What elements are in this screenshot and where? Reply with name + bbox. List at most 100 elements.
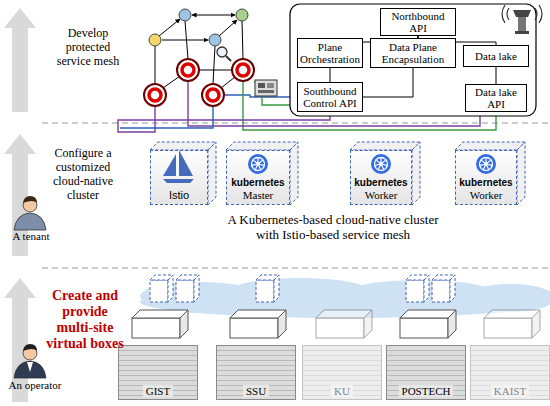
virtual-box <box>274 275 279 302</box>
istio-logo <box>163 150 194 183</box>
istio-logo <box>179 150 193 176</box>
operator-icon <box>14 361 46 378</box>
node-text: Data Plane Encapsulation <box>373 41 453 65</box>
cloud <box>140 278 550 318</box>
mesh-link <box>221 77 235 88</box>
node-text: Northbound API <box>383 10 453 34</box>
kubernetes-logo <box>371 154 391 174</box>
kubernetes-logo <box>476 154 496 174</box>
server-box <box>316 318 364 338</box>
mesh-link <box>242 21 243 59</box>
kubernetes-logo <box>248 154 268 174</box>
cluster-caption: A Kubernetes-based cloud-native cluster … <box>215 212 451 242</box>
api-box: Southbound Control API <box>297 82 363 112</box>
node-text: Southbound Control API <box>300 85 360 109</box>
box-face <box>150 142 525 205</box>
tenant-icon <box>14 213 46 230</box>
node-text: Data lake API <box>468 86 524 110</box>
mesh-link <box>159 19 180 36</box>
box-face <box>208 142 216 205</box>
server-box <box>230 310 286 318</box>
connector <box>330 68 331 82</box>
node-text: KU <box>331 385 353 397</box>
server-box <box>484 310 540 318</box>
tower-icon <box>515 31 529 34</box>
sidecar-proxy <box>144 84 166 106</box>
sidecar-proxy <box>182 64 194 76</box>
sidecar-proxy <box>202 84 224 106</box>
server-box <box>400 318 448 338</box>
server-box <box>132 310 540 338</box>
monitor-icon <box>258 90 274 93</box>
mesh-link <box>219 20 237 36</box>
service-circle <box>209 34 221 46</box>
mesh-link <box>163 76 180 88</box>
sidecar-proxy <box>207 89 219 101</box>
node-text: Worker <box>365 189 398 201</box>
virtual-box <box>150 275 455 302</box>
server-box <box>484 310 540 338</box>
operator-icon <box>14 344 46 378</box>
virtual-box <box>432 280 450 302</box>
server-box <box>316 310 372 318</box>
api-box: Northbound API <box>380 8 456 36</box>
cluster-box: Istio <box>150 150 208 205</box>
sidecar-proxy <box>149 89 161 101</box>
server-box <box>278 310 286 338</box>
operator-icon <box>27 362 33 372</box>
service-circle <box>236 9 248 21</box>
server-box <box>132 310 188 318</box>
box-face <box>226 142 298 150</box>
box-face <box>517 142 525 205</box>
box-face <box>412 142 420 205</box>
sidecar-proxy <box>232 59 254 81</box>
virtual-box <box>150 280 168 302</box>
mesh-link <box>213 46 215 84</box>
server-box <box>180 310 188 338</box>
virtual-box <box>424 275 429 302</box>
storage-box: Data lake <box>463 45 529 67</box>
box-face <box>290 142 298 205</box>
virtual-box <box>176 280 194 302</box>
sidecar-proxy <box>177 59 199 81</box>
connector <box>363 68 413 97</box>
node-text: GIST <box>143 385 173 397</box>
cluster-box: kubernetesWorker <box>350 150 412 205</box>
service-circle <box>179 9 191 21</box>
stage-label: Configure a customized cloud-native clus… <box>50 146 116 202</box>
box-face <box>350 142 420 150</box>
node-text: kubernetes <box>459 177 512 189</box>
control-frame <box>290 4 536 116</box>
virtual-box <box>406 280 424 302</box>
istio-logo <box>163 179 194 183</box>
site-rack: POSTECH <box>386 345 466 400</box>
server-box <box>316 310 372 338</box>
stage-label: Create and provide multi-site virtual bo… <box>44 288 126 352</box>
mesh-link <box>155 46 156 84</box>
mesh-link <box>192 15 235 16</box>
monitor-icon <box>217 47 277 96</box>
box-face <box>150 142 216 150</box>
node-text: SSU <box>243 385 269 397</box>
server-box <box>364 310 372 338</box>
virtual-box <box>168 275 173 302</box>
tenant-icon <box>23 196 37 203</box>
connector <box>496 67 497 84</box>
site-rack: KAIST <box>470 345 550 400</box>
monitor-icon <box>258 83 265 88</box>
stage-arrow <box>4 8 36 402</box>
service-circle <box>149 34 161 46</box>
service-circle <box>149 9 248 46</box>
tower-icon <box>502 5 542 34</box>
tower-icon <box>502 5 509 23</box>
role-label: A tenant <box>0 230 62 242</box>
monitor-icon <box>267 83 274 88</box>
tower-icon <box>535 5 542 23</box>
monitor-icon <box>255 80 277 96</box>
control-wire <box>120 106 213 128</box>
tower-icon <box>518 17 526 33</box>
cluster-box: kubernetesMaster <box>226 150 290 205</box>
tenant-icon <box>14 196 46 230</box>
virtual-box <box>450 275 455 302</box>
